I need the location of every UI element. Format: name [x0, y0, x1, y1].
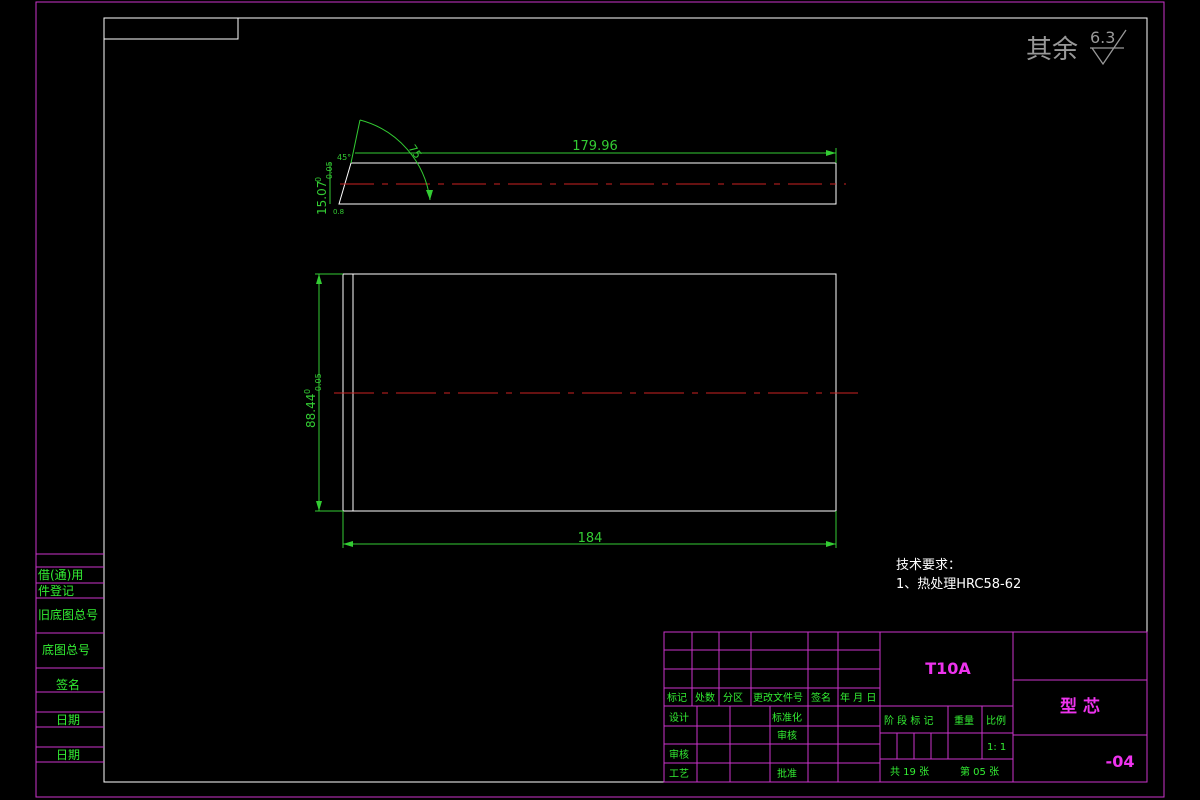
tech-requirements: 技术要求： 1、热处理HRC58-62	[896, 558, 1021, 592]
top-dim-height-label: 15.07 0 -0.05	[314, 161, 334, 215]
tb-rev-header: 分区	[723, 692, 743, 704]
front-dim-arrow-bottom	[316, 501, 322, 511]
left-strip: 借(通)用 件登记 旧底图总号 底图总号 签名 日期 日期	[36, 553, 104, 763]
tb-scale: 1: 1	[987, 742, 1006, 753]
tb-stage-header: 重量	[954, 714, 974, 727]
tb-rev-header: 年 月 日	[840, 691, 876, 704]
roughness-value: 6.3	[1090, 28, 1115, 47]
front-dim-arrow-left	[343, 541, 353, 547]
front-dim-height-tol-upper: 0	[303, 389, 312, 394]
tb-rev-header: 更改文件号	[753, 691, 803, 704]
title-block	[663, 631, 1148, 783]
sheet-border	[35, 1, 1165, 798]
top-dim-angle-arrow	[426, 190, 433, 200]
drawing-frame	[103, 17, 1148, 783]
roughness-text: 其余	[1026, 35, 1078, 65]
strip-label: 日期	[56, 713, 80, 727]
tb-stage-header: 阶 段 标 记	[884, 714, 934, 727]
tb-stage-header: 比例	[986, 714, 1006, 727]
top-dim-height-tol-upper: 0	[314, 177, 323, 182]
tech-requirements-title: 技术要求：	[896, 558, 961, 573]
front-dim-height: 88.44	[304, 394, 318, 428]
strip-label: 底图总号	[42, 642, 90, 657]
tb-design-label: 设计	[669, 711, 689, 724]
top-dim-height: 15.07	[315, 181, 329, 215]
tb-standardize-label: 标准化	[772, 711, 802, 724]
tb-process-label: 工艺	[669, 768, 689, 780]
front-dim-height-label: 88.44 0 -0.05	[303, 373, 323, 428]
tech-requirements-item: 1、热处理HRC58-62	[896, 577, 1021, 592]
tb-part-name: 型 芯	[1060, 696, 1100, 717]
tb-drawing-no: -04	[1106, 752, 1135, 771]
front-view: 88.44 0 -0.05 184	[303, 273, 858, 548]
tb-rev-header: 处数	[695, 691, 715, 704]
front-dim-arrow-right	[826, 541, 836, 547]
front-dim-height-tol-lower: -0.05	[314, 373, 323, 394]
tb-material: T10A	[925, 659, 971, 678]
top-dim-arrow-right	[826, 150, 836, 156]
top-dim-small: 45°	[337, 153, 351, 162]
top-dim-angle: 75	[406, 142, 425, 161]
strip-label: 旧底图总号	[38, 607, 98, 622]
top-view-outline	[338, 162, 837, 205]
strip-label: 日期	[56, 748, 80, 762]
roughness-symbol: 其余 6.3	[1026, 28, 1127, 66]
front-dim-width: 184	[578, 531, 603, 546]
strip-label: 件登记	[38, 583, 74, 598]
tb-rev-header: 标记	[667, 692, 687, 704]
strip-label: 签名	[56, 677, 80, 692]
tb-sheets-total: 共 19 张	[890, 766, 929, 778]
tb-sheet-no: 第 05 张	[960, 765, 999, 778]
top-dim-chamfer: 0.8	[333, 208, 344, 216]
title-block-text: 标记 处数 分区 更改文件号 签名 年 月 日 设计 标准化 审核 审核 工艺 …	[667, 659, 1134, 780]
tb-approve-label: 批准	[777, 767, 797, 780]
tb-review-label: 审核	[777, 729, 797, 742]
title-block-frame	[663, 631, 1148, 783]
front-dim-arrow-top	[316, 274, 322, 284]
strip-label: 借(通)用	[38, 568, 83, 582]
top-dim-length: 179.96	[572, 139, 618, 154]
top-dim-height-tol-lower: -0.05	[325, 161, 334, 182]
corner-box	[103, 17, 239, 40]
top-view: 179.96 75 45° 0.8 15.07 0 -0.05	[314, 119, 846, 216]
top-dim-angle-leader	[350, 119, 361, 164]
roughness-check-icon	[1090, 29, 1127, 66]
tb-rev-header: 签名	[811, 691, 831, 704]
tb-check-label: 审核	[669, 748, 689, 761]
top-dim-angle-arc	[359, 119, 431, 201]
